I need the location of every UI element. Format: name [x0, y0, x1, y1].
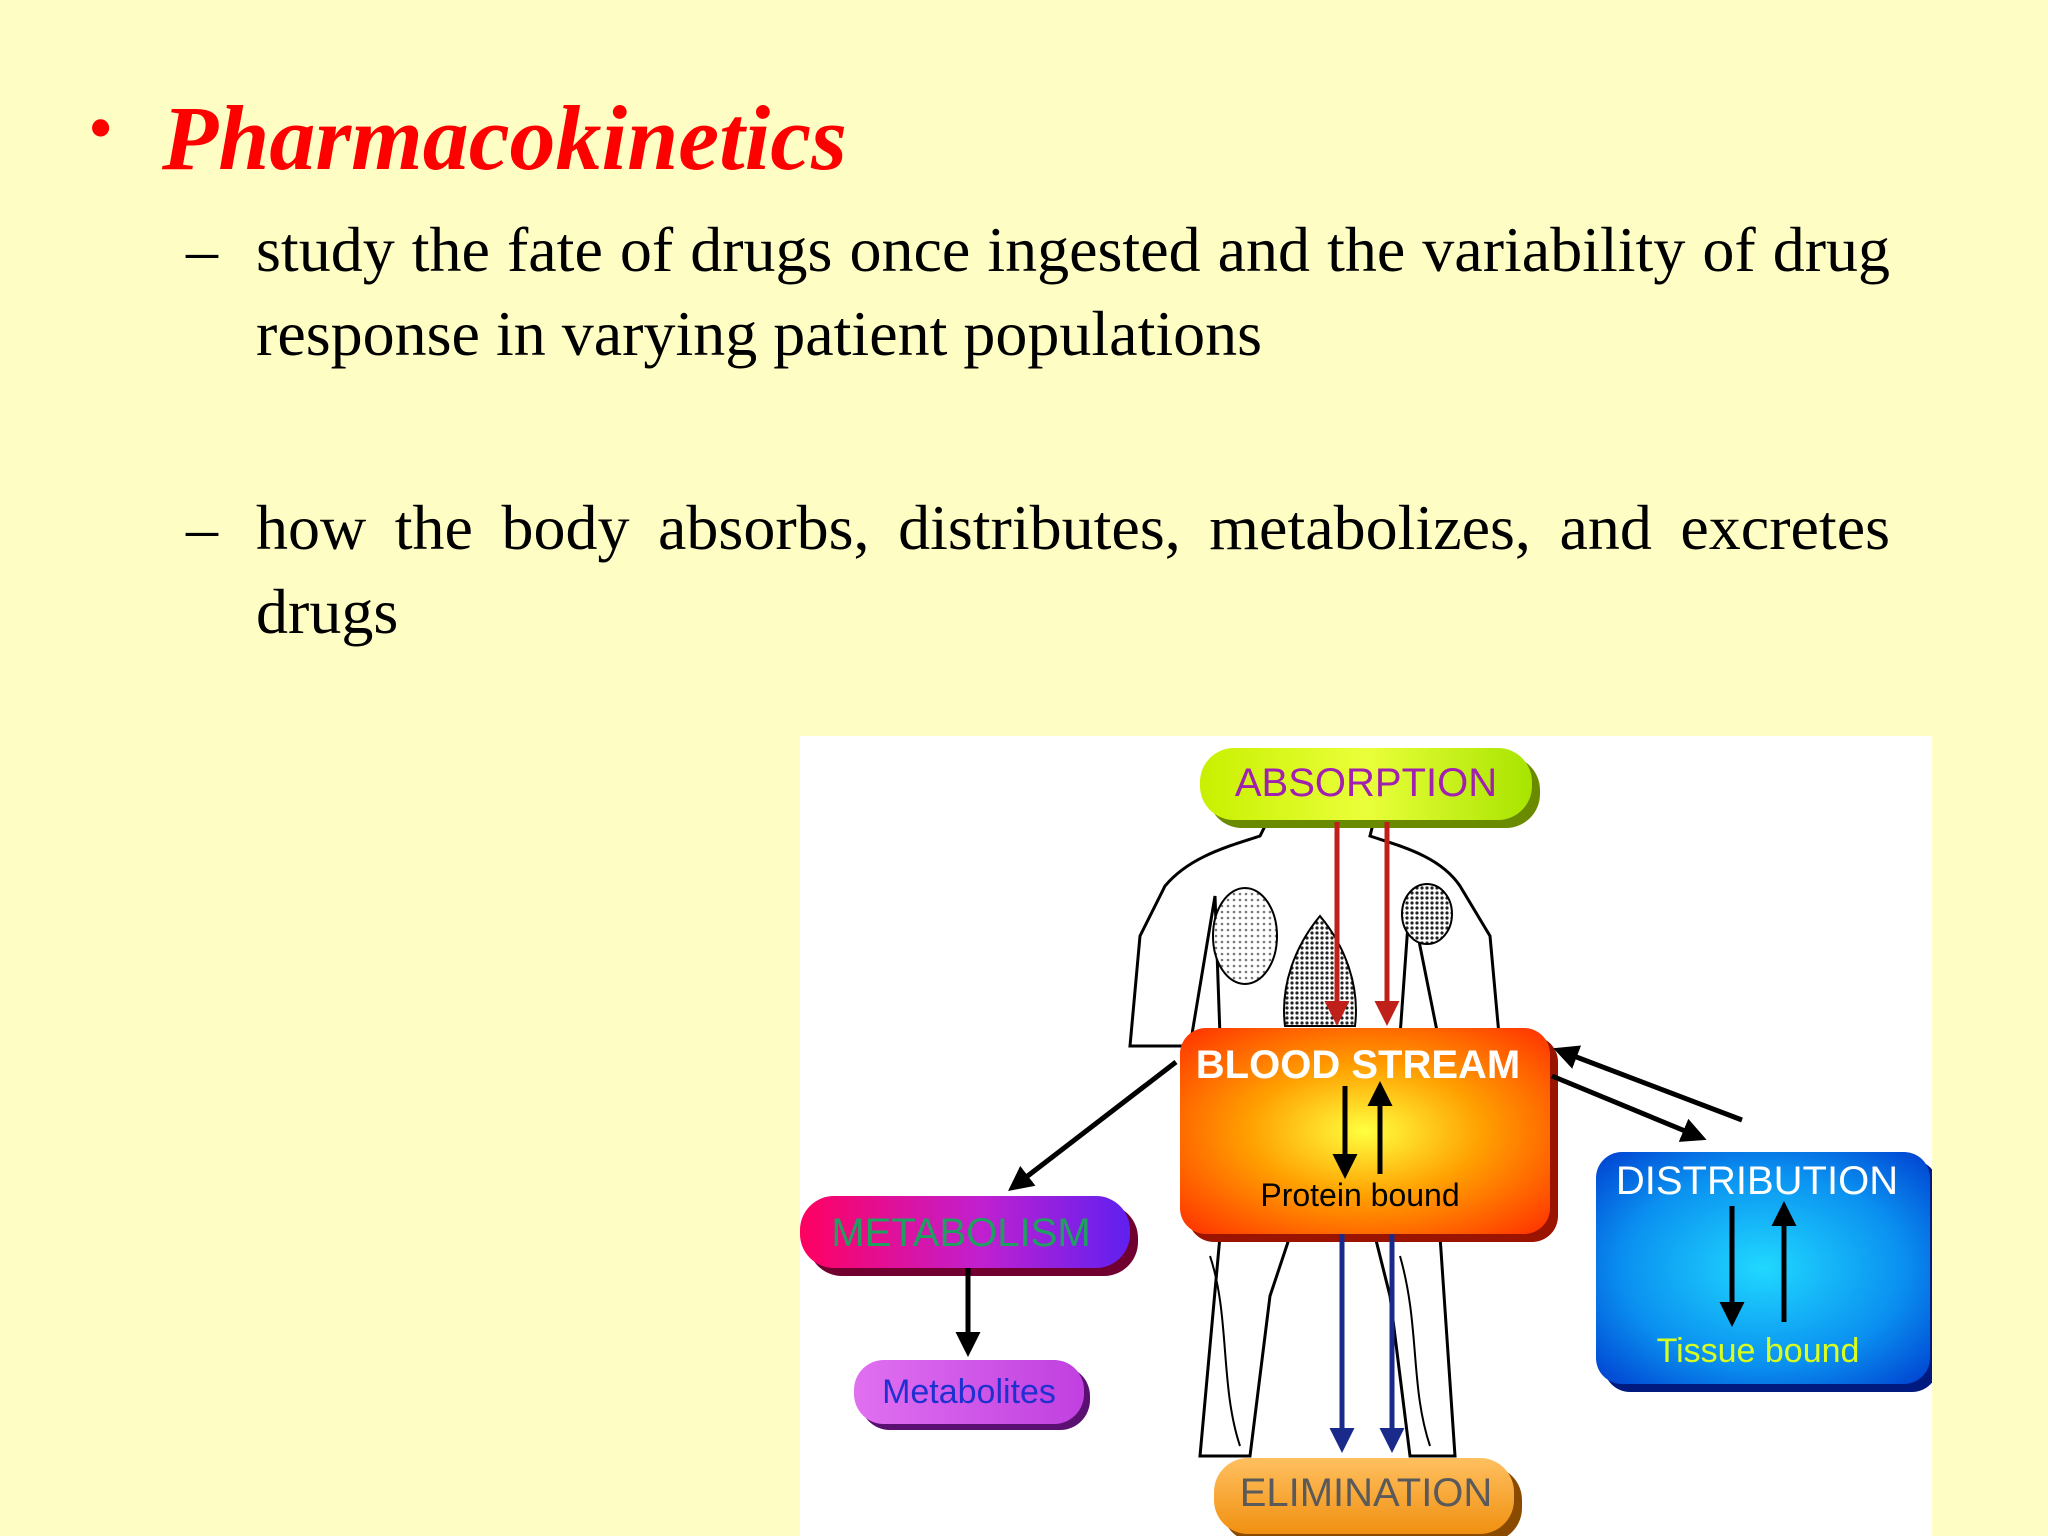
slide-title: Pharmacokinetics — [162, 87, 847, 189]
protein-bound-label: Protein bound — [1260, 1177, 1459, 1213]
metabolites-label: Metabolites — [882, 1373, 1056, 1411]
elimination-label: ELIMINATION — [1240, 1471, 1493, 1515]
metabolism-label: METABOLISM — [831, 1211, 1090, 1255]
subbullet-dash-2: – — [186, 492, 218, 563]
title-bullet: • — [88, 88, 114, 168]
metabolism-node: METABOLISM — [800, 1196, 1138, 1276]
organ-stomach — [1401, 883, 1453, 945]
distribution-label: DISTRIBUTION — [1616, 1159, 1898, 1203]
to-metabolism-arrow — [1008, 1060, 1178, 1192]
diagram-svg: ABSORPTION BLOOD STREAM Protein bound DI… — [800, 748, 1932, 1536]
distribution-node: DISTRIBUTION Tissue bound — [1596, 1152, 1932, 1392]
subbullet-text-1: study the fate of drugs once ingested an… — [256, 214, 1890, 369]
absorption-label: ABSORPTION — [1235, 761, 1497, 805]
to-distribution-arrow — [1551, 1073, 1707, 1142]
blood-stream-label: BLOOD STREAM — [1196, 1043, 1520, 1087]
tissue-bound-label: Tissue bound — [1657, 1332, 1860, 1370]
human-body-figure — [1128, 790, 1502, 1458]
blood-stream-node: BLOOD STREAM Protein bound — [1180, 1028, 1558, 1242]
subbullet-text-2: how the body absorbs, distributes, metab… — [256, 492, 1890, 647]
subbullet-dash-1: – — [186, 214, 218, 285]
absorption-node: ABSORPTION — [1200, 748, 1540, 828]
organ-left-lung — [1212, 887, 1278, 985]
elimination-node: ELIMINATION — [1214, 1458, 1522, 1536]
pharmacokinetics-diagram: ABSORPTION BLOOD STREAM Protein bound DI… — [800, 736, 1932, 1536]
from-distribution-arrow — [1553, 1045, 1743, 1123]
metabolites-node: Metabolites — [854, 1360, 1090, 1430]
